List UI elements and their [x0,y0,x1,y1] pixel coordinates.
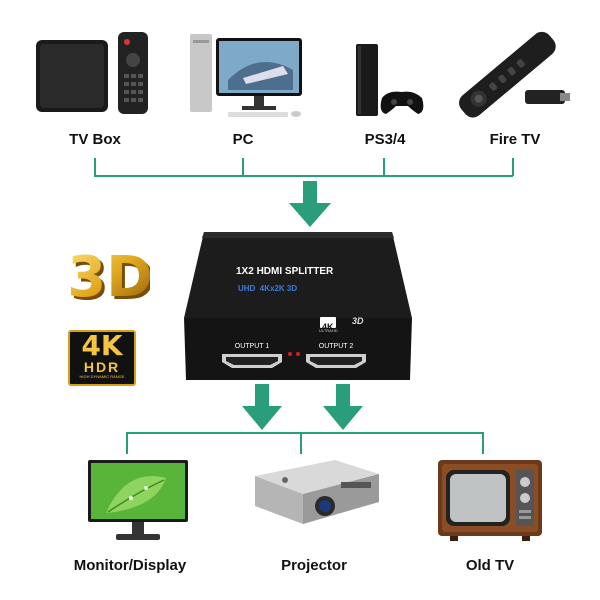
4k-hdr-badge: 4K HDR HIGH DYNAMIC RANGE [68,330,136,386]
output-port-2[interactable]: OUTPUT 2 [304,342,368,372]
source-label-ps: PS3/4 [364,131,406,148]
hdr-badge-text: HDR [83,359,121,375]
source-label-pc: PC [232,131,254,148]
projector-icon [255,460,379,524]
output-2-label: OUTPUT 2 [318,343,354,350]
splitter-subtitle: UHD 4Kx2K 3D [238,284,298,293]
splitter-ultrahd-text: ULTRAHD [319,328,338,333]
output-label-old-tv: Old TV [465,557,515,574]
led-indicator-2 [296,352,300,356]
tv-box-device [32,30,162,120]
output-1-label: OUTPUT 1 [234,343,270,350]
input-drop-pc [242,158,244,176]
source-label-fire-tv: Fire TV [489,131,541,148]
input-drop-tv-box [94,158,96,176]
4k-badge-text: 4K [81,329,123,362]
output-arrow-2-icon [321,384,365,430]
output-port-1[interactable]: OUTPUT 1 [220,342,284,372]
3d-gold-icon: 3D 3D [70,245,150,312]
input-arrow-icon [287,181,333,227]
3d-badge-shadow: 3D [70,248,150,312]
led-indicator-1 [288,352,292,356]
hdr-badge-subtext: HIGH DYNAMIC RANGE [79,374,125,379]
output-label-monitor: Monitor/Display [73,557,187,574]
input-bus-line [94,175,513,177]
fire-tv-device [440,28,575,123]
output-arrow-1-icon [240,384,284,430]
old-tv-device [436,458,544,542]
input-drop-ps [383,158,385,176]
monitor-device [86,458,190,544]
fire-tv-stick-icon [459,31,570,118]
ps-console-device [348,42,428,122]
output-label-projector: Projector [281,557,347,574]
splitter-3d-logo: 3D [352,316,364,326]
source-label-tv-box: TV Box [69,131,121,148]
game-console-icon [356,44,424,116]
splitter-4k-text: 4K [322,322,334,332]
input-drop-fire-tv [512,158,514,176]
monitor-icon [88,460,188,540]
splitter-4k-logo: 4K [320,317,336,332]
splitter-title: 1X2 HDMI SPLITTER [236,266,334,277]
output-bus-line [126,432,484,434]
3d-badge-text: 3D [70,245,150,310]
output-drop-old-tv [482,432,484,454]
pc-device [188,30,308,120]
hdmi-splitter: 1X2 HDMI SPLITTER UHD 4Kx2K 3D 4K ULTRAH… [180,232,415,382]
output-drop-monitor [126,432,128,454]
old-tv-icon [438,460,542,541]
pc-icon [190,34,302,117]
hdmi-port-2-icon [306,354,366,368]
output-drop-projector [300,432,302,454]
3d-badge: 3D 3D [70,232,150,312]
hdmi-port-1-icon [222,354,282,368]
projector-device [245,452,385,532]
tv-box-icon [36,32,148,114]
